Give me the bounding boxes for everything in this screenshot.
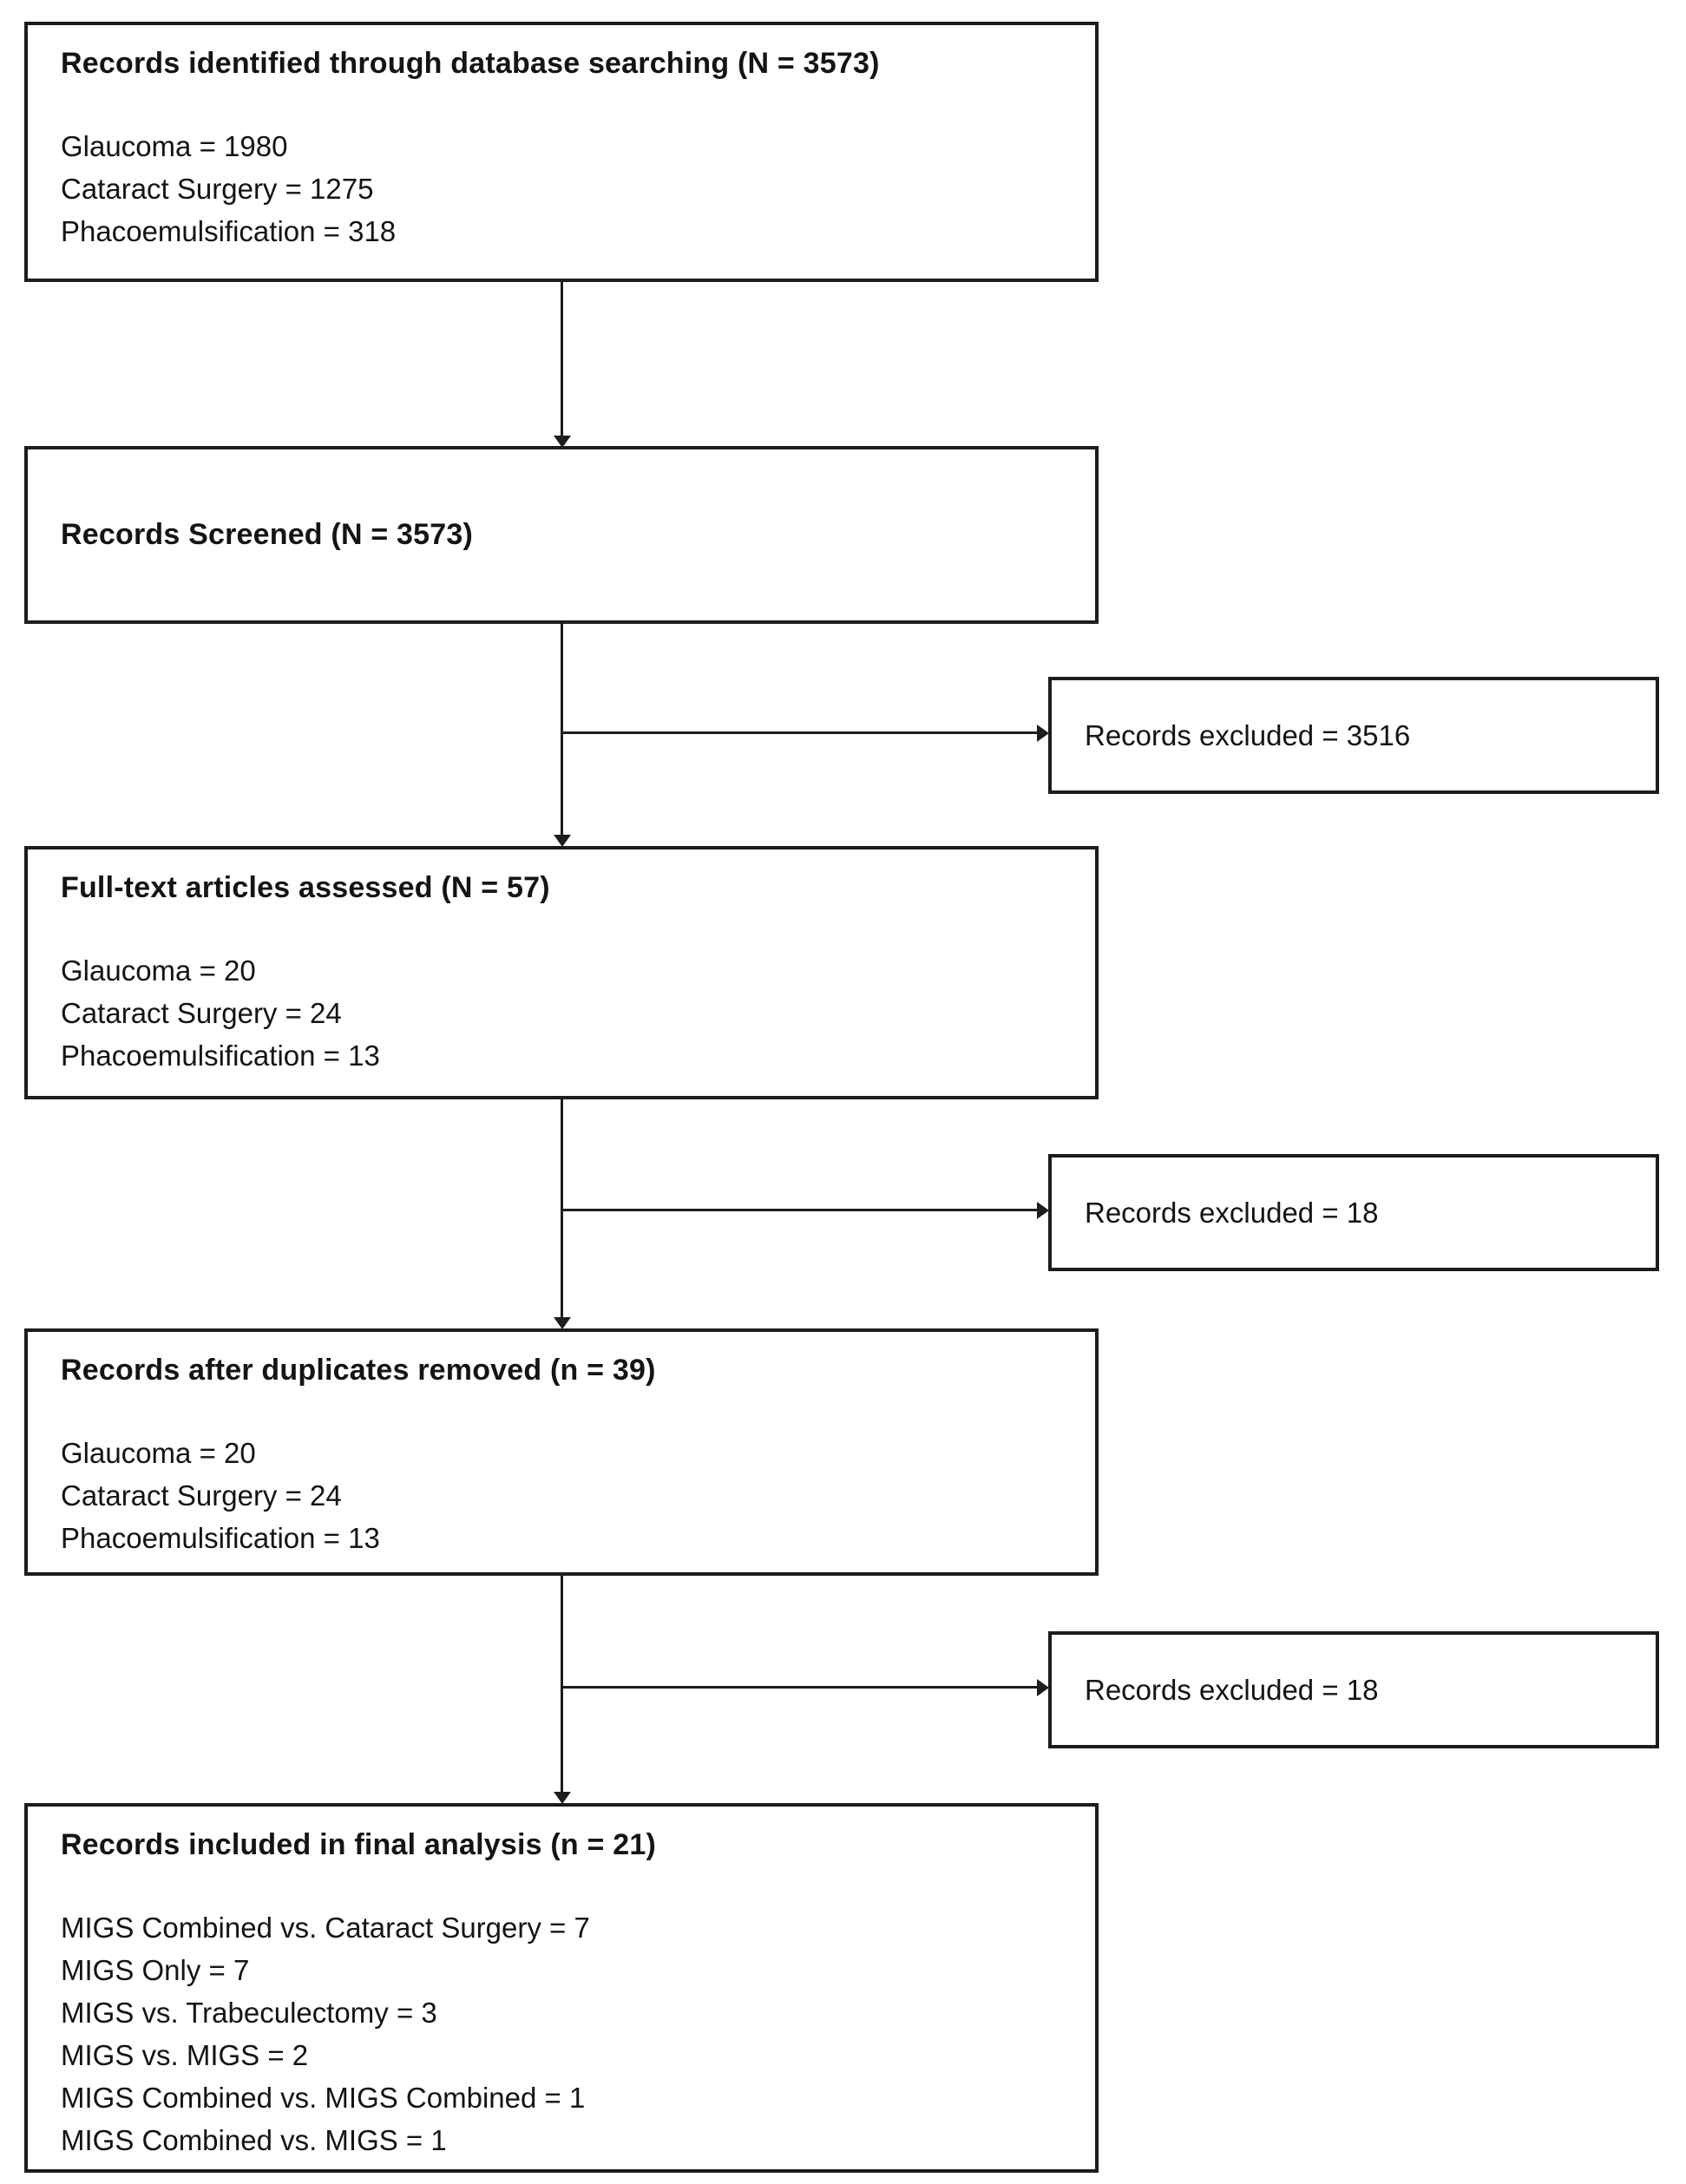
box-title: Records after duplicates removed (n = 39… xyxy=(61,1354,656,1387)
flow-box-final-analysis: Records included in final analysis (n = … xyxy=(24,1803,1099,2173)
detail-line: Phacoemulsification = 13 xyxy=(61,1040,380,1072)
detail-line: Cataract Surgery = 1275 xyxy=(61,173,374,205)
detail-line: MIGS Combined vs. MIGS = 1 xyxy=(61,2124,447,2156)
box-title: Records Screened (N = 3573) xyxy=(61,518,474,551)
detail-line: MIGS Only = 7 xyxy=(61,1954,250,1986)
box-title: Records included in final analysis (n = … xyxy=(61,1828,656,1861)
arrow-down-icon xyxy=(554,1317,571,1329)
box-detail-lines: Glaucoma = 20 Cataract Surgery = 24 Phac… xyxy=(61,1432,1062,1559)
excluded-label: Records excluded = 18 xyxy=(1085,1196,1379,1229)
flow-box-fulltext-assessed: Full-text articles assessed (N = 57) Gla… xyxy=(24,846,1099,1099)
box-title: Full-text articles assessed (N = 57) xyxy=(61,871,550,904)
flow-box-duplicates-removed: Records after duplicates removed (n = 39… xyxy=(24,1328,1099,1576)
detail-line: Phacoemulsification = 13 xyxy=(61,1522,380,1554)
flow-box-records-screened: Records Screened (N = 3573) xyxy=(24,446,1099,624)
connector-duplicates-to-final xyxy=(561,1576,563,1794)
connector-branch-excluded-screening xyxy=(562,731,1037,734)
detail-line: Cataract Surgery = 24 xyxy=(61,997,342,1029)
box-detail-lines: Glaucoma = 1980 Cataract Surgery = 1275 … xyxy=(61,125,1062,253)
arrow-down-icon xyxy=(554,436,571,448)
arrow-down-icon xyxy=(554,1792,571,1804)
box-title: Records identified through database sear… xyxy=(61,47,880,80)
connector-fulltext-to-duplicates xyxy=(561,1099,563,1319)
arrow-right-icon xyxy=(1037,1202,1049,1219)
detail-line: MIGS vs. MIGS = 2 xyxy=(61,2039,309,2071)
connector-branch-excluded-duplicates xyxy=(562,1686,1037,1689)
connector-identified-to-screened xyxy=(561,282,563,437)
flow-box-records-excluded-duplicates: Records excluded = 18 xyxy=(1048,1631,1659,1748)
detail-line: MIGS Combined vs. Cataract Surgery = 7 xyxy=(61,1912,590,1944)
detail-line: Glaucoma = 20 xyxy=(61,1437,256,1469)
detail-line: Cataract Surgery = 24 xyxy=(61,1479,342,1512)
excluded-label: Records excluded = 18 xyxy=(1085,1673,1379,1706)
box-detail-lines: MIGS Combined vs. Cataract Surgery = 7 M… xyxy=(61,1906,1062,2161)
flow-box-records-identified: Records identified through database sear… xyxy=(24,22,1099,282)
detail-line: Phacoemulsification = 318 xyxy=(61,215,397,247)
detail-line: Glaucoma = 20 xyxy=(61,954,256,987)
detail-line: MIGS vs. Trabeculectomy = 3 xyxy=(61,1997,437,2029)
arrow-right-icon xyxy=(1037,1679,1049,1696)
flow-box-records-excluded-screening: Records excluded = 3516 xyxy=(1048,677,1659,794)
box-detail-lines: Glaucoma = 20 Cataract Surgery = 24 Phac… xyxy=(61,949,1062,1077)
arrow-down-icon xyxy=(554,835,571,847)
arrow-right-icon xyxy=(1037,725,1049,742)
connector-screened-to-fulltext xyxy=(561,624,563,836)
detail-line: MIGS Combined vs. MIGS Combined = 1 xyxy=(61,2082,586,2114)
flow-box-records-excluded-fulltext: Records excluded = 18 xyxy=(1048,1154,1659,1271)
excluded-label: Records excluded = 3516 xyxy=(1085,718,1411,751)
connector-branch-excluded-fulltext xyxy=(562,1209,1037,1211)
detail-line: Glaucoma = 1980 xyxy=(61,130,288,162)
